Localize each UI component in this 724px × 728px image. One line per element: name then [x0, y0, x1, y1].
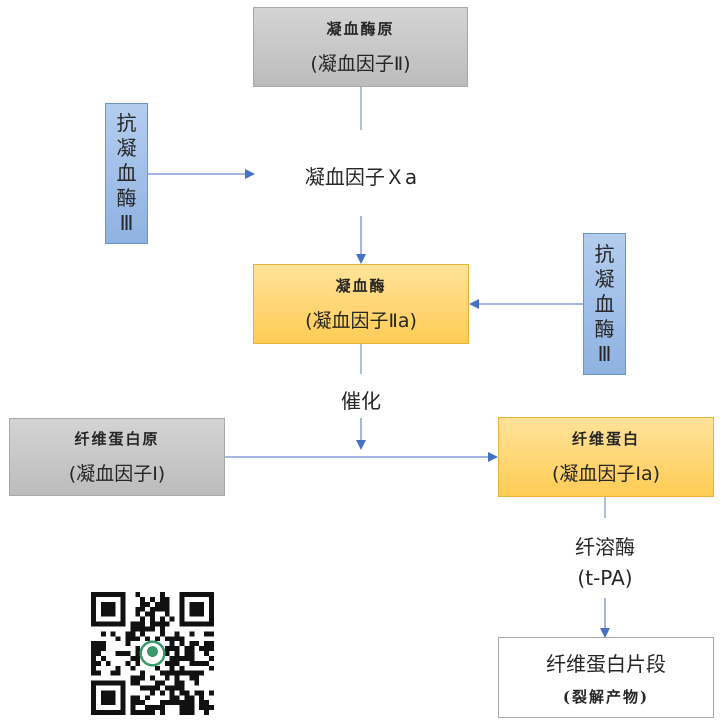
antithrombin-left-label: 抗凝血酶Ⅲ — [116, 111, 137, 235]
prothrombin-subtitle: (凝血因子Ⅱ) — [310, 53, 411, 75]
fibrin-fragment-title: 纤维蛋白片段 — [546, 652, 666, 676]
fibrin-subtitle: (凝血因子Ⅰa) — [551, 463, 661, 485]
fibrin-title: 纤维蛋白 — [571, 430, 640, 448]
plasmin-abbr-label: (t-PA) — [577, 566, 633, 590]
fibrin-fragment-subtitle: (裂解产物) — [562, 688, 650, 706]
fibrinogen-subtitle: (凝血因子Ⅰ) — [68, 463, 166, 485]
prothrombin-title: 凝血酶原 — [326, 20, 395, 38]
plasmin-label: 纤溶酶 — [575, 535, 635, 559]
thrombin-title: 凝血酶 — [335, 277, 387, 295]
prothrombin-box: 凝血酶原 (凝血因子Ⅱ) — [253, 7, 468, 87]
fibrinogen-box: 纤维蛋白原 (凝血因子Ⅰ) — [9, 418, 225, 496]
qr-code — [91, 592, 214, 715]
fibrin-fragment-box: 纤维蛋白片段 (裂解产物) — [498, 637, 714, 718]
antithrombin-right-label: 抗凝血酶Ⅲ — [594, 241, 615, 366]
thrombin-subtitle: (凝血因子Ⅱa) — [305, 310, 417, 332]
thrombin-box: 凝血酶 (凝血因子Ⅱa) — [253, 264, 469, 344]
factor-xa-label: 凝血因子Ｘa — [304, 165, 418, 189]
antithrombin-right-box: 抗凝血酶Ⅲ — [583, 233, 626, 375]
catalysis-label: 催化 — [341, 389, 381, 413]
fibrinogen-title: 纤维蛋白原 — [74, 430, 160, 448]
antithrombin-left-box: 抗凝血酶Ⅲ — [105, 103, 148, 244]
fibrin-box: 纤维蛋白 (凝血因子Ⅰa) — [498, 417, 714, 497]
